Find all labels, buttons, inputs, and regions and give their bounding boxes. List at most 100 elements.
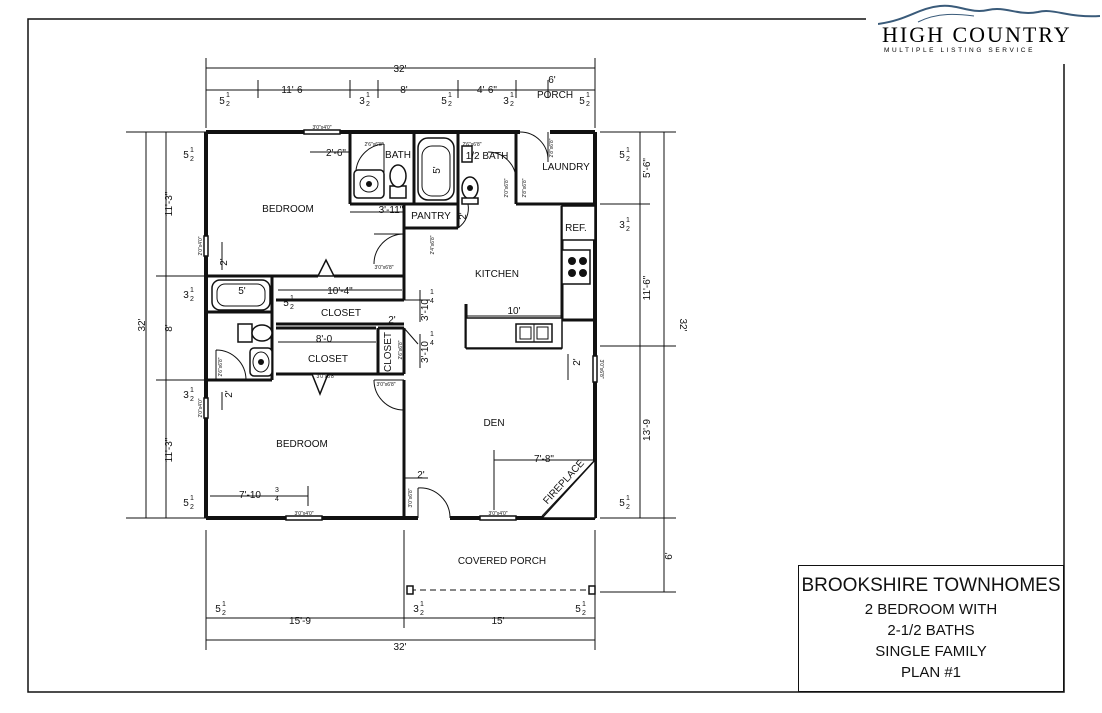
svg-text:1: 1: [510, 92, 514, 99]
dim-bottom-15: 15': [491, 616, 504, 627]
svg-text:3: 3: [275, 487, 279, 494]
dim-2-f: 2': [417, 470, 425, 481]
dim-overall-top: 32': [393, 64, 406, 75]
svg-text:2: 2: [190, 396, 194, 403]
svg-text:2: 2: [190, 156, 194, 163]
dim-2-a: 2': [219, 258, 230, 266]
svg-text:1: 1: [626, 147, 630, 154]
svg-text:3'0"x6'8": 3'0"x6'8": [408, 488, 414, 507]
dim-top-11-6: 11'-6: [281, 85, 303, 96]
svg-text:2: 2: [226, 101, 230, 108]
covered-porch-label: COVERED PORCH: [458, 556, 546, 567]
svg-text:5: 5: [579, 96, 585, 107]
den-label: DEN: [483, 418, 504, 429]
svg-text:2: 2: [626, 156, 630, 163]
dim-right-5-6: 5'-6": [642, 158, 653, 178]
dim-overall-right: 32': [677, 318, 688, 331]
mountain-icon: [878, 4, 1100, 25]
opening-tags: 3'0"x4'0" 2'6"x6'8" 2'6"x6'8" 3'0"x6'8" …: [198, 125, 604, 517]
svg-text:1: 1: [420, 601, 424, 608]
svg-text:3: 3: [359, 96, 365, 107]
kitchen-label: KITCHEN: [475, 269, 519, 280]
svg-text:2'6"x6'8": 2'6"x6'8": [462, 142, 481, 148]
svg-text:2: 2: [420, 610, 424, 617]
closet-2-label: CLOSET: [308, 354, 348, 365]
fraction-marks: 1 2 1 2 1 2 1 2 1 2 1 2 1 2 1 2 1 2 1 2 …: [190, 92, 630, 617]
dim-10: 10': [507, 306, 520, 317]
svg-text:1: 1: [222, 601, 226, 608]
svg-text:2: 2: [190, 296, 194, 303]
title-block-title: BROOKSHIRE TOWNHOMES: [801, 575, 1061, 596]
svg-text:3: 3: [619, 220, 625, 231]
svg-text:2'4"x6'8": 2'4"x6'8": [430, 235, 436, 254]
svg-text:2'0"x6'8": 2'0"x6'8": [504, 178, 510, 197]
svg-text:3: 3: [503, 96, 509, 107]
pantry-label: PANTRY: [411, 211, 451, 222]
svg-text:1: 1: [226, 92, 230, 99]
logo-name: HIGH COUNTRY: [882, 22, 1072, 47]
wall-thickness-marks: 5 3 5 3 5 5 3 3 5 5 3 5 5 3 5 5: [183, 96, 625, 615]
range: [568, 257, 587, 277]
svg-text:2'8"x6'8": 2'8"x6'8": [549, 138, 555, 157]
kitchen-counter: [465, 205, 596, 349]
svg-text:3'0"x4'0": 3'0"x4'0": [488, 511, 507, 517]
dim-bottom-15-9: 15'-9: [289, 616, 311, 627]
svg-text:1: 1: [582, 601, 586, 608]
high-country-logo: HIGH COUNTRY MULTIPLE LISTING SERVICE: [878, 2, 1100, 60]
svg-text:2'8"x6'8": 2'8"x6'8": [522, 178, 528, 197]
closet-3-label: CLOSET: [383, 332, 394, 372]
bath-label: BATH: [385, 150, 411, 161]
dim-2-6: 2'-6": [326, 148, 346, 159]
svg-text:5: 5: [619, 150, 625, 161]
closet-arrow-up: [316, 258, 336, 277]
logo-subtitle: MULTIPLE LISTING SERVICE: [884, 47, 1036, 54]
dim-overall-bottom: 32': [393, 642, 406, 653]
svg-text:4: 4: [430, 298, 434, 305]
svg-text:1: 1: [290, 295, 294, 302]
svg-text:1: 1: [366, 92, 370, 99]
doors: [215, 131, 549, 519]
svg-text:5: 5: [183, 498, 189, 509]
title-block-line-2: 2-1/2 BATHS: [887, 622, 975, 639]
svg-text:1: 1: [586, 92, 590, 99]
dim-top-4-6: 4'-6": [477, 85, 497, 96]
dim-3-11: 3'-11": [379, 205, 404, 216]
svg-text:1: 1: [448, 92, 452, 99]
dim-5-bath: 5': [432, 166, 443, 174]
svg-text:2: 2: [626, 226, 630, 233]
dim-left-11-3-a: 11'-3": [164, 191, 175, 216]
dim-8-0: 8'-0: [316, 334, 333, 345]
svg-text:1: 1: [430, 331, 434, 338]
svg-text:5: 5: [619, 498, 625, 509]
dim-7-8: 7'-8": [534, 454, 554, 465]
svg-text:2: 2: [190, 504, 194, 511]
svg-text:2'0"x4'0": 2'0"x4'0": [198, 236, 204, 255]
dim-overall-left: 32': [137, 318, 148, 331]
title-block-line-3: SINGLE FAMILY: [875, 643, 987, 660]
closet-arrow-down: [310, 373, 330, 397]
dimension-lines: [126, 58, 676, 650]
bath-fixtures: [211, 137, 479, 377]
dim-right-11-6: 11'-6": [642, 275, 653, 300]
svg-text:5: 5: [575, 604, 581, 615]
svg-text:3'0"x4'0": 3'0"x4'0": [312, 125, 331, 131]
dim-10-4: 10'-4": [327, 286, 353, 297]
half-bath-label: 1/2 BATH: [466, 151, 509, 162]
svg-text:2: 2: [510, 101, 514, 108]
svg-text:3: 3: [183, 390, 189, 401]
svg-text:2'6"x6'8": 2'6"x6'8": [398, 340, 404, 359]
svg-text:5: 5: [219, 96, 225, 107]
svg-text:3'0"x6'8": 3'0"x6'8": [374, 265, 393, 271]
dim-7-10: 7'-10: [239, 490, 261, 501]
svg-text:2: 2: [582, 610, 586, 617]
svg-text:1: 1: [190, 147, 194, 154]
svg-text:2: 2: [290, 304, 294, 311]
dim-2-d: 2': [224, 390, 235, 398]
bedroom-2-label: BEDROOM: [276, 439, 328, 450]
svg-text:2'0"x4'0": 2'0"x4'0": [198, 398, 204, 417]
svg-text:3: 3: [413, 604, 419, 615]
svg-text:2: 2: [366, 101, 370, 108]
dim-2-c: 2': [458, 212, 469, 220]
svg-text:2'6"x6'8": 2'6"x6'8": [364, 142, 383, 148]
